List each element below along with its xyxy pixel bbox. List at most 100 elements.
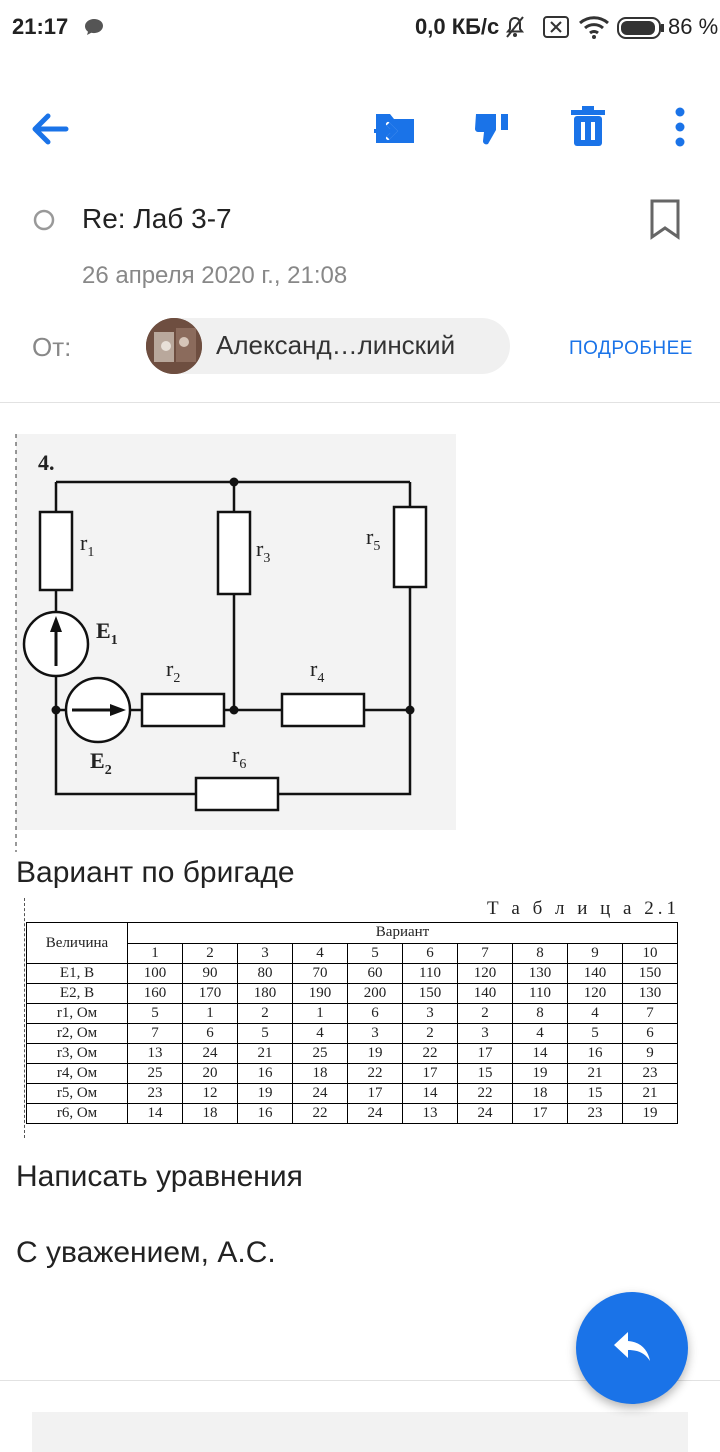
table-cell: 6: [347, 1003, 403, 1024]
delete-button[interactable]: [570, 106, 606, 153]
back-button[interactable]: [28, 108, 70, 155]
table-cell: 120: [457, 963, 513, 984]
details-link[interactable]: ПОДРОБНЕЕ: [569, 338, 693, 359]
table-cell: 19: [237, 1083, 293, 1104]
spam-button[interactable]: [472, 108, 512, 153]
table-cell: 15: [567, 1083, 623, 1104]
table-cell: 3: [457, 1023, 513, 1044]
table-cell: 180: [237, 983, 293, 1004]
sender-chip[interactable]: Александ…линский: [146, 318, 510, 374]
variant-number: 4: [292, 942, 348, 964]
reply-icon: [614, 1332, 650, 1361]
row-quantity-name: r4, Ом: [26, 1063, 128, 1084]
move-to-folder-icon: [372, 114, 414, 143]
toolbar: [0, 86, 720, 170]
body-line-signature: С уважением, А.С.: [16, 1236, 276, 1269]
table-cell: 16: [567, 1043, 623, 1064]
table-cell: 20: [182, 1063, 238, 1084]
network-speed: 0,0 КБ/с: [415, 14, 500, 39]
table-cell: 7: [622, 1003, 678, 1024]
bookmark-icon: [650, 199, 680, 240]
table-cell: 60: [347, 963, 403, 984]
table-cell: 200: [347, 983, 403, 1004]
chat-notification-icon: [84, 17, 104, 42]
table-cell: 16: [237, 1103, 293, 1124]
table-cell: 170: [182, 983, 238, 1004]
email-subject: Re: Лаб 3-7: [82, 203, 232, 234]
table-cell: 24: [347, 1103, 403, 1124]
table-cell: 21: [622, 1083, 678, 1104]
table-cell: 13: [402, 1103, 458, 1124]
table-cell: 22: [457, 1083, 513, 1104]
sim-icon: [543, 16, 569, 43]
email-date: 26 апреля 2020 г., 21:08: [82, 262, 348, 289]
row-quantity-name: r3, Ом: [26, 1043, 128, 1064]
status-bar: 21:17 0,0 КБ/с 86 %: [0, 0, 720, 56]
quantity-header: Величина: [26, 922, 128, 964]
table-caption: Т а б л и ц а 2.1: [487, 898, 680, 919]
row-quantity-name: E2, B: [26, 983, 128, 1004]
more-vert-icon: [675, 107, 685, 147]
header-divider: [0, 402, 720, 403]
table-cell: 2: [457, 1003, 513, 1024]
table-cell: 4: [512, 1023, 568, 1044]
footer-divider: [0, 1380, 720, 1381]
circuit-diagram: 4.: [0, 432, 460, 852]
table-cell: 130: [622, 983, 678, 1004]
reply-bar[interactable]: [32, 1412, 688, 1452]
variant-number: 9: [567, 942, 623, 964]
table-cell: 19: [512, 1063, 568, 1084]
table-cell: 160: [127, 983, 183, 1004]
table-cell: 17: [347, 1083, 403, 1104]
table-cell: 1: [182, 1003, 238, 1024]
body-line-variant: Вариант по бригаде: [16, 856, 295, 889]
table-cell: 13: [127, 1043, 183, 1064]
table-cell: 9: [622, 1043, 678, 1064]
table-cell: 24: [292, 1083, 348, 1104]
table-cell: 18: [512, 1083, 568, 1104]
table-cell: 1: [292, 1003, 348, 1024]
table-cell: 24: [457, 1103, 513, 1124]
unread-indicator-icon[interactable]: [32, 208, 56, 237]
row-quantity-name: r2, Ом: [26, 1023, 128, 1044]
table-cell: 23: [622, 1063, 678, 1084]
table-cell: 25: [127, 1063, 183, 1084]
variant-header: Вариант: [127, 922, 678, 944]
table-cell: 14: [127, 1103, 183, 1124]
table-cell: 5: [127, 1003, 183, 1024]
table-cell: 110: [512, 983, 568, 1004]
table-cell: 21: [567, 1063, 623, 1084]
bookmark-button[interactable]: [648, 198, 682, 245]
table-cell: 80: [237, 963, 293, 984]
row-quantity-name: r5, Ом: [26, 1083, 128, 1104]
table-cell: 22: [402, 1043, 458, 1064]
table-cell: 2: [402, 1023, 458, 1044]
table-cell: 8: [512, 1003, 568, 1024]
battery-level: 86 %: [668, 14, 719, 39]
table-cell: 190: [292, 983, 348, 1004]
table-cell: 2: [237, 1003, 293, 1024]
variant-number: 8: [512, 942, 568, 964]
table-cell: 70: [292, 963, 348, 984]
reply-fab[interactable]: [576, 1292, 688, 1404]
table-cell: 4: [567, 1003, 623, 1024]
table-cell: 6: [182, 1023, 238, 1044]
move-button[interactable]: [372, 108, 418, 153]
table-cell: 17: [512, 1103, 568, 1124]
table-cell: 6: [622, 1023, 678, 1044]
table-cell: 19: [622, 1103, 678, 1124]
table-cell: 14: [512, 1043, 568, 1064]
mute-icon: [504, 15, 526, 44]
table-cell: 21: [237, 1043, 293, 1064]
table-cell: 4: [292, 1023, 348, 1044]
more-button[interactable]: [668, 106, 692, 155]
table-cell: 18: [292, 1063, 348, 1084]
wifi-icon: [578, 14, 610, 45]
